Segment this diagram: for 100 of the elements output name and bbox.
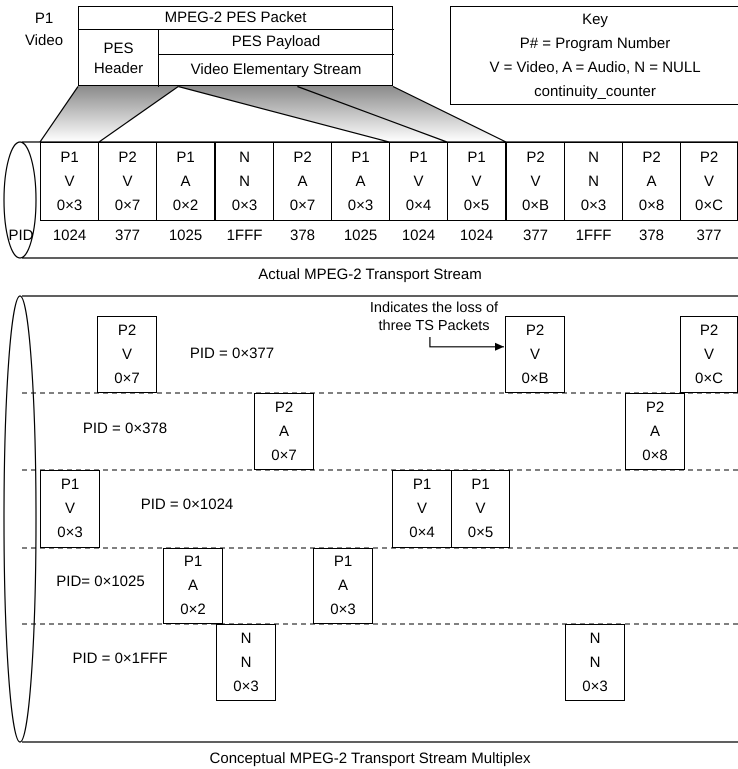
packet-field: A — [180, 170, 190, 194]
packet-field: 0×8 — [638, 194, 664, 218]
mapping-shading — [40, 86, 178, 142]
packet-field: P2 — [526, 146, 545, 170]
ts-packet-box — [565, 624, 625, 701]
packet-field: V — [530, 170, 540, 194]
packet-field: P2 — [274, 396, 294, 420]
packet-field: A — [188, 574, 198, 598]
packet-field: 0×3 — [580, 194, 606, 218]
packet-field: N — [590, 626, 600, 650]
ts-packet-box — [622, 142, 681, 221]
packet-field: P1 — [467, 146, 486, 170]
packet-field: P2 — [293, 146, 312, 170]
packet-field: N — [239, 146, 250, 170]
packet-field: 0×3 — [330, 598, 356, 622]
ts-packet-box — [505, 316, 565, 393]
ts-packet-box — [680, 316, 738, 393]
ts-packet-box — [40, 470, 100, 548]
ts-packet-box — [506, 142, 565, 221]
packet-field-cell — [79, 29, 159, 87]
packet-field: P2 — [700, 146, 718, 170]
pid-value: 377 — [695, 226, 723, 246]
pid-value: 377 — [114, 226, 142, 246]
ts-packet-box — [392, 470, 452, 548]
packet-field: 0×3 — [348, 194, 374, 218]
packet-field: V — [704, 342, 714, 366]
packet-field: V — [122, 342, 132, 366]
key-heading: Key — [582, 10, 608, 30]
packet-field: 0×7 — [290, 194, 316, 218]
pid-label: PID= 0×1025 — [55, 572, 146, 592]
ts-packet-box — [254, 393, 314, 470]
ts-packet-box — [625, 393, 685, 470]
field-label: PES Payload — [232, 32, 320, 52]
packet-field: A — [355, 170, 366, 194]
packet-field: V — [475, 497, 486, 521]
packet-field: P2 — [118, 146, 137, 170]
packet-field: 0×8 — [642, 444, 668, 468]
packet-field: P2 — [118, 318, 136, 342]
packet-field: A — [278, 420, 289, 444]
ts-packet-box — [451, 470, 510, 548]
pid-label: PID = 0×1FFF — [71, 649, 169, 669]
ts-packet-box — [389, 142, 448, 221]
packet-field: 0×C — [695, 366, 723, 390]
mapping-line — [178, 86, 390, 143]
packet-field: 0×2 — [172, 194, 198, 218]
field-label: Video Elementary Stream — [190, 60, 362, 80]
ts-packet-box — [40, 142, 99, 221]
packet-field: V — [471, 170, 482, 194]
packet-field: V — [64, 170, 74, 194]
pid-label: PID = 0×378 — [82, 419, 168, 439]
packet-field: P1 — [184, 550, 202, 574]
pid-value: 1024 — [52, 226, 88, 246]
packet-field: A — [646, 170, 656, 194]
packet-field: 0×3 — [57, 521, 83, 545]
packet-field: 0×7 — [114, 366, 140, 390]
packet-field: N — [588, 146, 599, 170]
packet-field: A — [650, 420, 660, 444]
packet-field: A — [338, 574, 348, 598]
pid-label: PID = 0×1024 — [140, 495, 234, 515]
stream-label: P1 Video — [24, 9, 64, 51]
pid-value: 377 — [522, 226, 550, 246]
pid-value: 1024 — [458, 226, 494, 246]
packet-field: 0×5 — [464, 194, 490, 218]
pid-value: 1025 — [168, 226, 204, 246]
field-label: PES Header — [92, 38, 144, 78]
key-box — [450, 6, 738, 105]
packet-field: 0×4 — [406, 194, 432, 218]
caption-text: Conceptual MPEG-2 Transport Stream Multiplex — [208, 749, 532, 769]
box-heading: MPEG-2 PES Packet — [164, 8, 308, 28]
packet-field: P1 — [176, 146, 195, 170]
packet-field: P1 — [334, 550, 352, 574]
packet-field: 0×7 — [271, 444, 297, 468]
packet-field: P1 — [409, 146, 428, 170]
ts-packet-box — [216, 624, 276, 701]
ts-packet-box — [163, 548, 223, 624]
key-entry: V = Video, A = Audio, N = NULL — [489, 58, 701, 78]
mapping-line — [297, 86, 448, 143]
packet-field: V — [413, 170, 424, 194]
packet-field: 0×5 — [468, 521, 494, 545]
pid-label: PID — [7, 226, 34, 246]
mapping-line — [40, 86, 78, 142]
packet-field: N — [588, 170, 599, 194]
packet-field: P1 — [60, 473, 80, 497]
packet-field: P1 — [471, 473, 490, 497]
caption-text: Actual MPEG-2 Transport Stream — [257, 265, 483, 285]
packet-field: 0×3 — [582, 674, 608, 698]
ts-packet-box — [680, 142, 738, 221]
packet-field: 0×4 — [409, 521, 435, 545]
note-text: Indicates the loss of three TS Packets — [368, 299, 500, 335]
pid-value: 1025 — [342, 226, 378, 246]
ts-packet-box — [331, 142, 390, 221]
pid-value: 378 — [638, 226, 666, 246]
packet-field: 0×3 — [232, 194, 258, 218]
pid-value: 1024 — [400, 226, 436, 246]
pid-value: 378 — [288, 226, 316, 246]
packet-field: 0×2 — [180, 598, 206, 622]
mapping-line — [392, 86, 506, 143]
packet-field-cell — [158, 29, 394, 55]
packet-field: P2 — [526, 318, 544, 342]
packet-field: N — [239, 170, 250, 194]
